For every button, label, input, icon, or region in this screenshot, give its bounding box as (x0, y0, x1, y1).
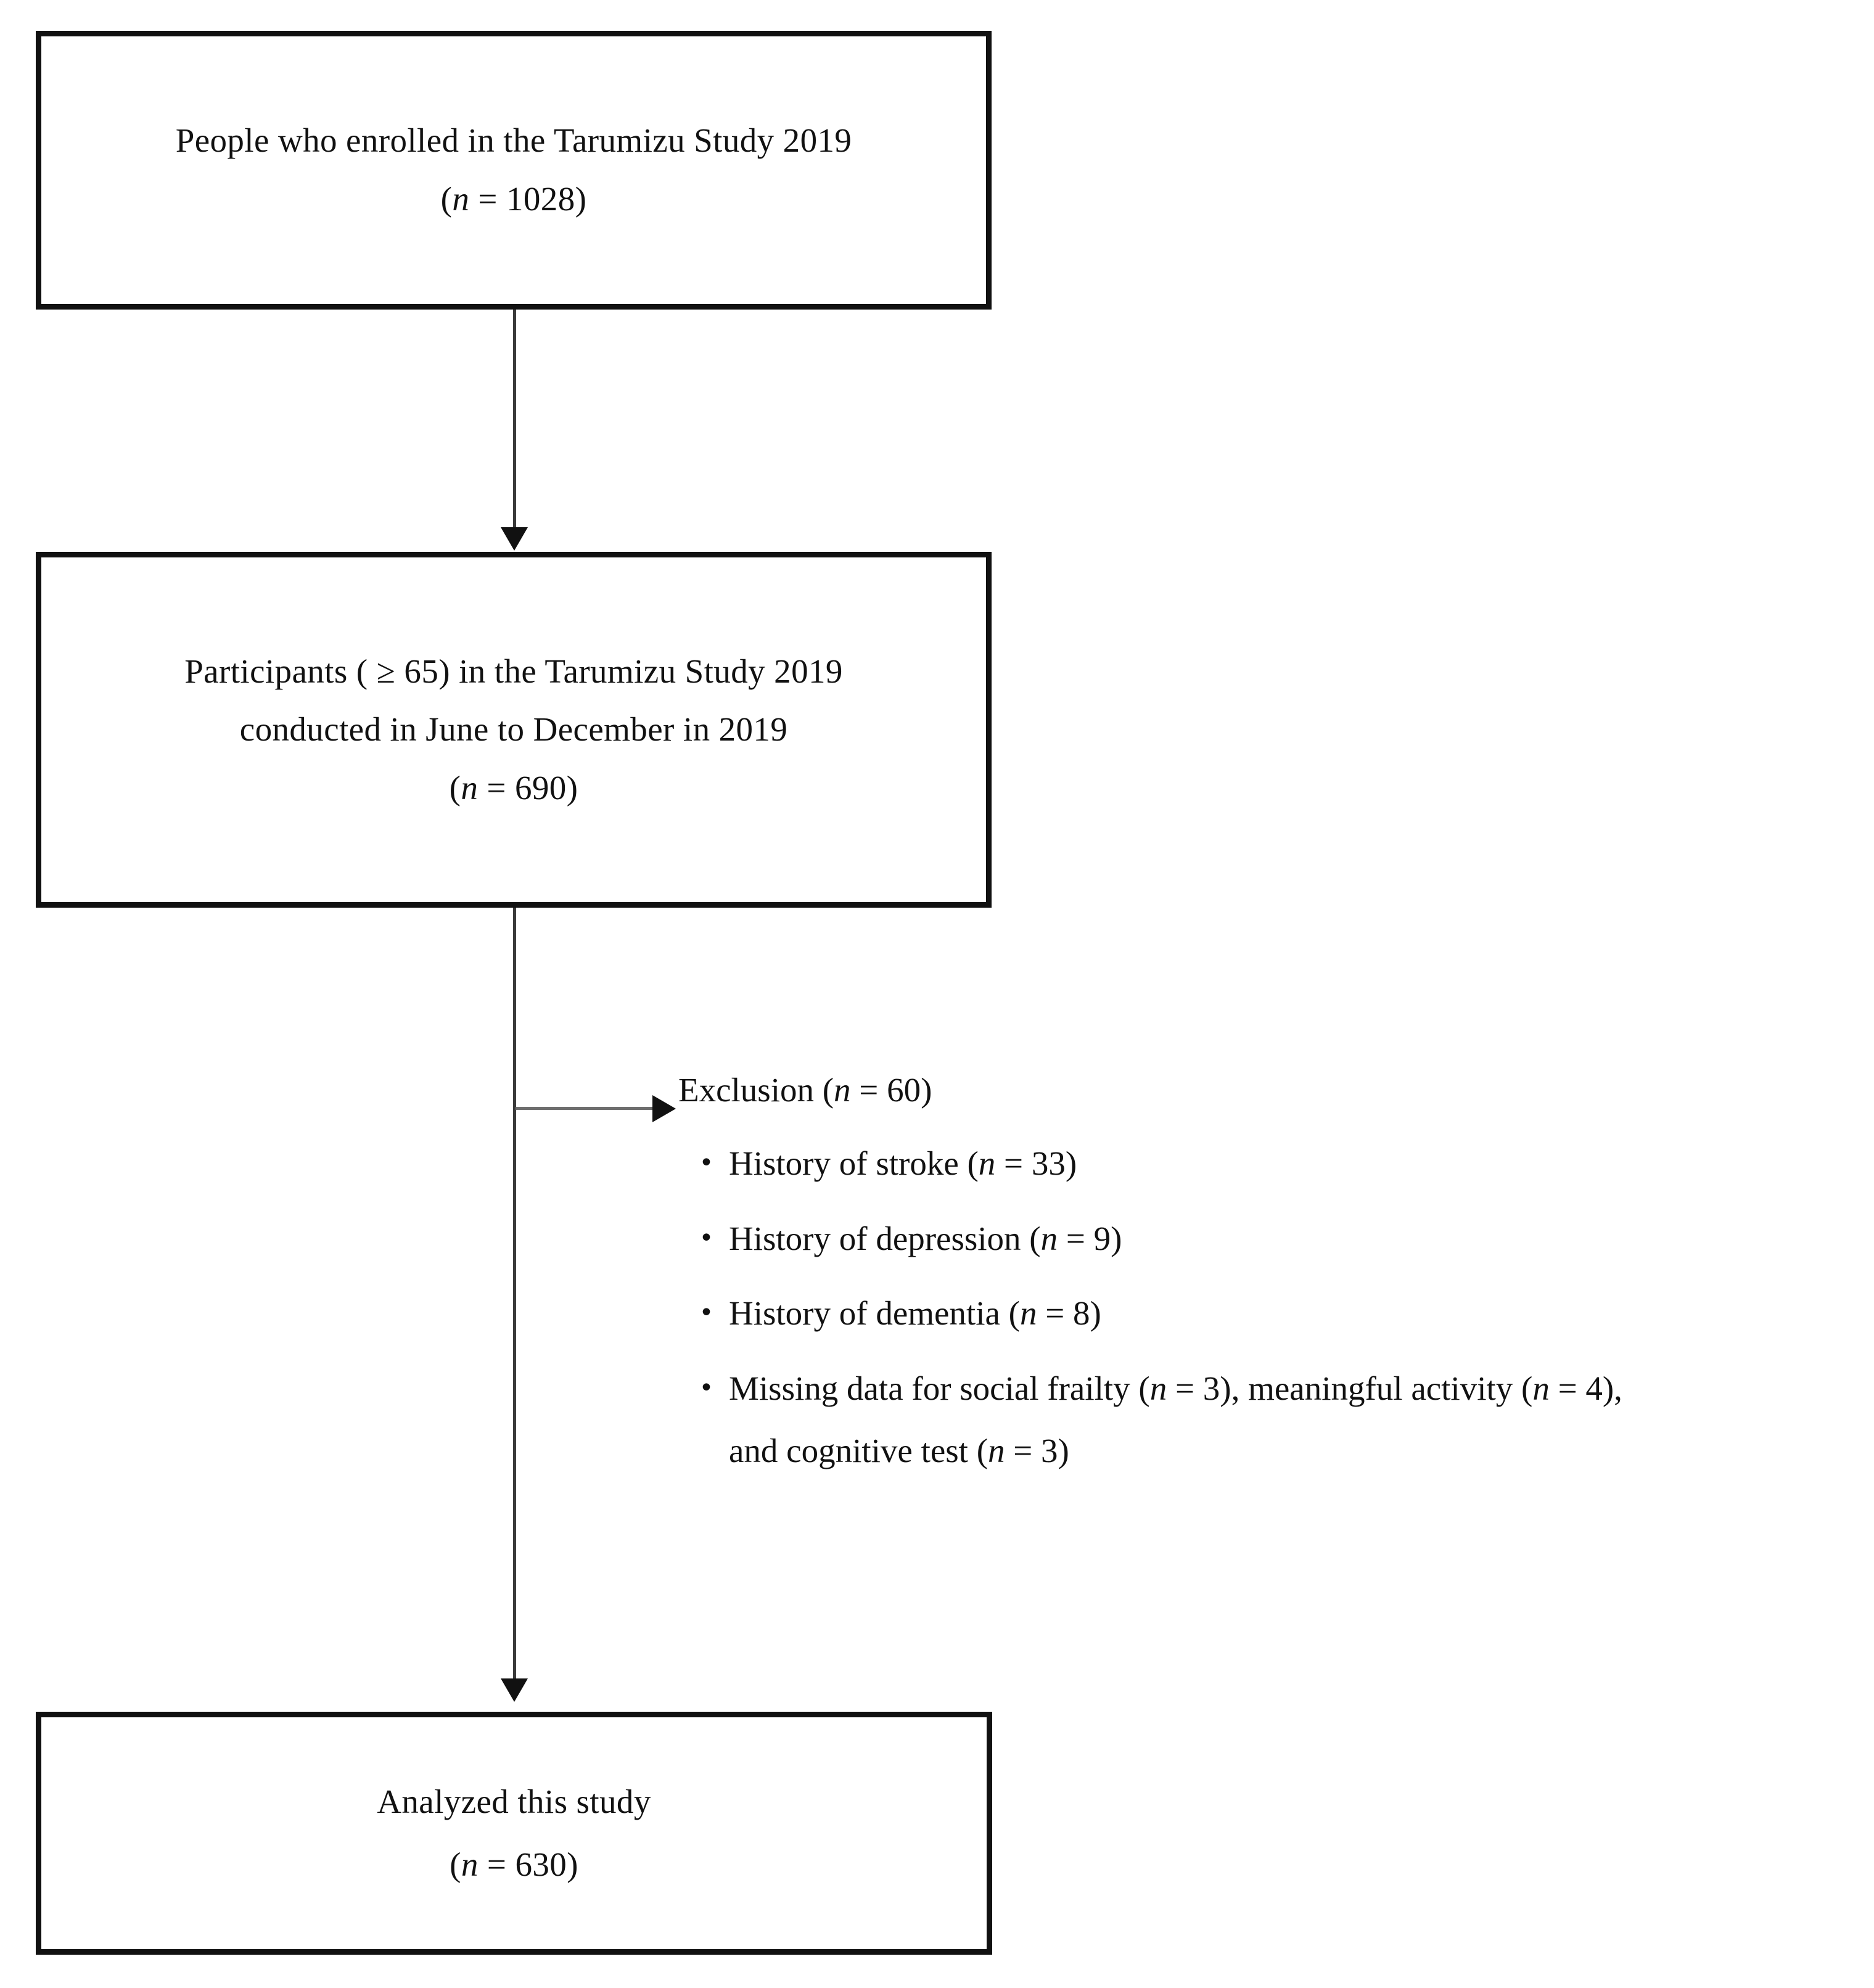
box-analyzed-n-value: = 630) (478, 1846, 578, 1883)
bullet-icon: ・ (689, 1144, 724, 1182)
box-eligible-line-2: conducted in June to December in 2019 (239, 710, 788, 749)
exclusion-item-stroke-text: History of stroke (n = 33) (729, 1141, 1874, 1186)
exclusion-item-dementia: ・ History of dementia (n = 8) (678, 1291, 1874, 1336)
exclusion-item-depression-n-symbol: n (1040, 1219, 1058, 1257)
exclusion-item-depression: ・ History of depression (n = 9) (678, 1217, 1874, 1261)
exclusion-item-missing-data-prefix: Missing data for social frailty ( (729, 1369, 1150, 1407)
box-enrolled-line-2: (n = 1028) (441, 170, 587, 229)
exclusion-item-depression-prefix: History of depression ( (729, 1219, 1041, 1257)
exclusion-item-dementia-prefix: History of dementia ( (729, 1294, 1020, 1332)
exclusion-item-dementia-n-symbol: n (1019, 1294, 1037, 1332)
exclusion-item-depression-n-value: = 9) (1058, 1219, 1122, 1257)
box-eligible: Participants ( ≥ 65) in the Tarumizu Stu… (36, 552, 992, 908)
box-enrolled-line-1: People who enrolled in the Tarumizu Stud… (175, 121, 852, 160)
connector-eligible-to-analyzed-arrowhead-icon (501, 1678, 528, 1702)
box-analyzed-n-prefix: ( (450, 1846, 461, 1883)
exclusion-item-depression-text: History of depression (n = 9) (729, 1217, 1874, 1261)
exclusion-heading-prefix: Exclusion ( (678, 1071, 834, 1109)
box-eligible-line-3: (n = 690) (450, 759, 578, 818)
box-eligible-line-1-b: 65) in the Tarumizu Study 2019 (395, 652, 843, 690)
exclusion-item-stroke-n-symbol: n (978, 1144, 996, 1182)
exclusion-item-cognitive-n-symbol: n (988, 1432, 1005, 1469)
exclusion-item-missing-data-n2-value: = 4), (1549, 1369, 1622, 1407)
exclusion-item-dementia-text: History of dementia (n = 8) (729, 1291, 1874, 1336)
box-eligible-n-prefix: ( (449, 768, 461, 807)
exclusion-item-stroke-n-value: = 33) (995, 1144, 1077, 1182)
connector-enrolled-to-eligible-line (513, 310, 516, 532)
exclusion-heading: Exclusion (n = 60) (678, 1073, 1874, 1107)
exclusion-item-missing-data-text: Missing data for social frailty (n = 3),… (729, 1366, 1874, 1411)
box-enrolled-n-prefix: ( (440, 180, 453, 218)
box-analyzed-n-symbol: n (461, 1846, 479, 1883)
exclusion-heading-n-value: = 60) (850, 1071, 932, 1109)
box-analyzed-line-1: Analyzed this study (377, 1783, 651, 1821)
exclusion-item-missing-data-n-value: = 3), meaningful activity ( (1167, 1369, 1533, 1407)
box-eligible-line-1-a: Participants ( (184, 652, 377, 690)
box-eligible-n-symbol: n (461, 768, 479, 807)
exclusion-item-stroke-prefix: History of stroke ( (729, 1144, 979, 1182)
exclusion-block: Exclusion (n = 60) ・ History of stroke (… (678, 1073, 1874, 1473)
box-eligible-line-1: Participants ( ≥ 65) in the Tarumizu Stu… (184, 643, 843, 701)
exclusion-item-cognitive-n-value: = 3) (1005, 1432, 1069, 1469)
connector-eligible-to-exclusion-line (516, 1107, 659, 1110)
connector-enrolled-to-eligible-arrowhead-icon (501, 527, 528, 551)
bullet-icon: ・ (689, 1369, 724, 1407)
exclusion-item-dementia-n-value: = 8) (1037, 1294, 1101, 1332)
box-analyzed: Analyzed this study (n = 630) (36, 1712, 992, 1955)
box-enrolled-n-value: = 1028) (469, 180, 587, 218)
connector-eligible-to-analyzed-line (513, 908, 516, 1683)
exclusion-item-stroke: ・ History of stroke (n = 33) (678, 1141, 1874, 1186)
exclusion-item-missing-data-continuation: and cognitive test (n = 3) (729, 1429, 1874, 1473)
bullet-icon: ・ (689, 1219, 724, 1257)
box-eligible-n-value: = 690) (478, 768, 578, 807)
box-enrolled: People who enrolled in the Tarumizu Stud… (36, 31, 992, 310)
exclusion-item-cognitive-prefix: and cognitive test ( (729, 1432, 988, 1469)
bullet-icon: ・ (689, 1294, 724, 1332)
connector-eligible-to-exclusion-arrowhead-icon (652, 1095, 676, 1122)
exclusion-heading-n-symbol: n (834, 1071, 851, 1109)
box-analyzed-line-2: (n = 630) (450, 1833, 578, 1896)
exclusion-item-missing-data: ・ Missing data for social frailty (n = 3… (678, 1366, 1874, 1473)
box-enrolled-n-symbol: n (452, 180, 470, 218)
exclusion-item-missing-data-n-symbol: n (1149, 1369, 1167, 1407)
exclusion-item-missing-data-n2-symbol: n (1532, 1369, 1550, 1407)
greater-equal-icon: ≥ (376, 652, 396, 690)
